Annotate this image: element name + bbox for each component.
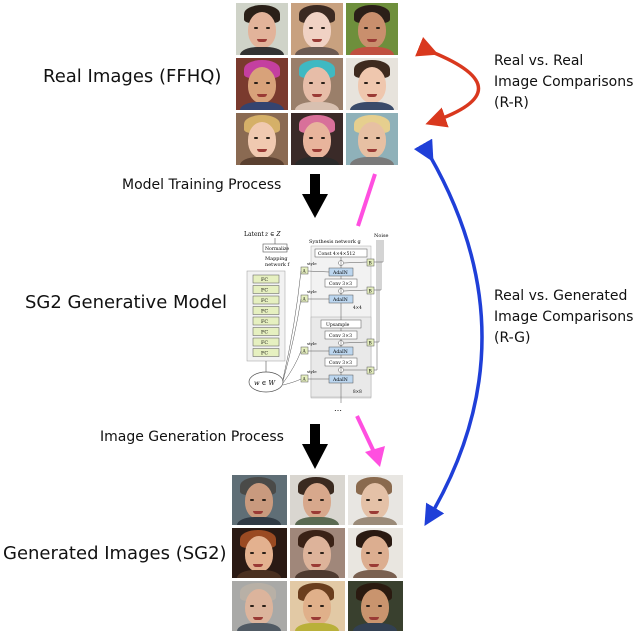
upsample-text: Upsample bbox=[326, 322, 350, 328]
real-face-photo bbox=[346, 113, 398, 165]
real-face-photo bbox=[236, 113, 288, 165]
fc-text: FC bbox=[261, 330, 268, 336]
fc-stack: FC FC FC FC FC FC FC FC bbox=[252, 274, 280, 357]
fc-text: FC bbox=[261, 351, 268, 357]
res8-text: 8×8 bbox=[353, 389, 362, 394]
fc-box bbox=[252, 295, 280, 305]
fc-text: FC bbox=[261, 319, 268, 325]
rg-line-3: (R-G) bbox=[494, 330, 531, 346]
w-space-text: w ∈ W bbox=[254, 379, 277, 387]
rr-arrow bbox=[415, 36, 480, 128]
conv-text-1: Conv 3×3 bbox=[329, 281, 352, 287]
fc-text: FC bbox=[261, 288, 268, 294]
real-face-photo bbox=[291, 3, 343, 55]
const-text: Const 4×4×512 bbox=[318, 251, 355, 257]
real-face-photo bbox=[291, 113, 343, 165]
fc-text: FC bbox=[261, 309, 268, 315]
rr-line-1: Real vs. Real bbox=[494, 53, 584, 69]
fc-box bbox=[252, 306, 280, 315]
adain-text-3: AdaIN bbox=[332, 349, 348, 355]
style-text-3: style bbox=[307, 341, 317, 346]
conv-text-2: Conv 3×3 bbox=[329, 333, 352, 339]
mapping-text-1: Mapping bbox=[265, 256, 288, 262]
real-face-photo bbox=[346, 3, 398, 55]
a-box-3: A bbox=[302, 350, 307, 355]
b-box-4: B bbox=[369, 370, 372, 375]
normalize-text: Normalize bbox=[265, 246, 289, 252]
generated-face-photo bbox=[290, 528, 345, 578]
fc-text: FC bbox=[261, 277, 268, 283]
b-box-3: B bbox=[369, 342, 372, 347]
adain-text-1: AdaIN bbox=[332, 270, 348, 276]
fc-text: FC bbox=[261, 298, 268, 304]
real-images-grid bbox=[236, 3, 398, 165]
res4-text: 4×4 bbox=[353, 305, 362, 310]
model-training-label: Model Training Process bbox=[122, 177, 282, 193]
fc-box bbox=[252, 316, 280, 326]
generated-face-photo bbox=[232, 581, 287, 631]
generated-face-photo bbox=[290, 581, 345, 631]
rg-line-1: Real vs. Generated bbox=[494, 288, 628, 304]
mapping-text-2: network f bbox=[265, 262, 290, 268]
rg-arrow bbox=[413, 138, 484, 527]
a-box-1: A bbox=[302, 270, 307, 275]
real-face-photo bbox=[291, 58, 343, 110]
magenta-training-line bbox=[356, 173, 377, 227]
sg2-architecture-diagram: Latent z ∈ Z Normalize Mapping network f… bbox=[241, 227, 391, 419]
a-box-2: A bbox=[302, 298, 307, 303]
rg-line-2: Image Comparisons bbox=[494, 309, 634, 325]
generation-arrow bbox=[302, 424, 328, 469]
real-images-label: Real Images (FFHQ) bbox=[43, 66, 222, 87]
generated-face-photo bbox=[290, 475, 345, 525]
generated-face-photo bbox=[232, 528, 287, 578]
style-text-4: style bbox=[307, 369, 317, 374]
real-face-photo bbox=[236, 58, 288, 110]
generated-images-grid bbox=[232, 475, 403, 631]
magenta-generation-arrow bbox=[355, 415, 385, 467]
rg-comparison-label: Real vs. Generated Image Comparisons (R-… bbox=[494, 286, 633, 349]
adain-text-2: AdaIN bbox=[332, 297, 348, 303]
fc-box bbox=[252, 285, 280, 294]
real-face-photo bbox=[346, 58, 398, 110]
adain-text-4: AdaIN bbox=[332, 377, 348, 383]
fc-box bbox=[252, 274, 280, 284]
real-face-photo bbox=[236, 3, 288, 55]
generated-images-label: Generated Images (SG2) bbox=[3, 543, 227, 564]
ellipsis-text: ⋯ bbox=[334, 406, 342, 415]
noise-text: Noise bbox=[374, 233, 389, 239]
generated-face-photo bbox=[232, 475, 287, 525]
generated-face-photo bbox=[348, 475, 403, 525]
a-box-4: A bbox=[302, 378, 307, 383]
fc-box bbox=[252, 337, 280, 347]
fc-box bbox=[252, 348, 280, 357]
b-box-1: B bbox=[369, 262, 372, 267]
style-text-2: style bbox=[307, 289, 317, 294]
b-box-2: B bbox=[369, 290, 372, 295]
rr-line-3: (R-R) bbox=[494, 95, 529, 111]
architecture-svg: Latent z ∈ Z Normalize Mapping network f… bbox=[244, 231, 389, 415]
generated-face-photo bbox=[348, 581, 403, 631]
conv-text-3: Conv 3×3 bbox=[329, 360, 352, 366]
latent-text: Latent bbox=[244, 231, 264, 238]
rr-line-2: Image Comparisons bbox=[494, 74, 634, 90]
style-text-1: style bbox=[307, 261, 317, 266]
fc-text: FC bbox=[261, 340, 268, 346]
generated-face-photo bbox=[348, 528, 403, 578]
synthesis-text: Synthesis network g bbox=[309, 239, 361, 245]
latent-symbol: z ∈ Z bbox=[264, 231, 281, 238]
fc-box bbox=[252, 327, 280, 336]
image-generation-label: Image Generation Process bbox=[100, 429, 284, 445]
training-arrow bbox=[302, 174, 328, 218]
rr-comparison-label: Real vs. Real Image Comparisons (R-R) bbox=[494, 51, 633, 114]
sg2-model-label: SG2 Generative Model bbox=[25, 292, 228, 313]
